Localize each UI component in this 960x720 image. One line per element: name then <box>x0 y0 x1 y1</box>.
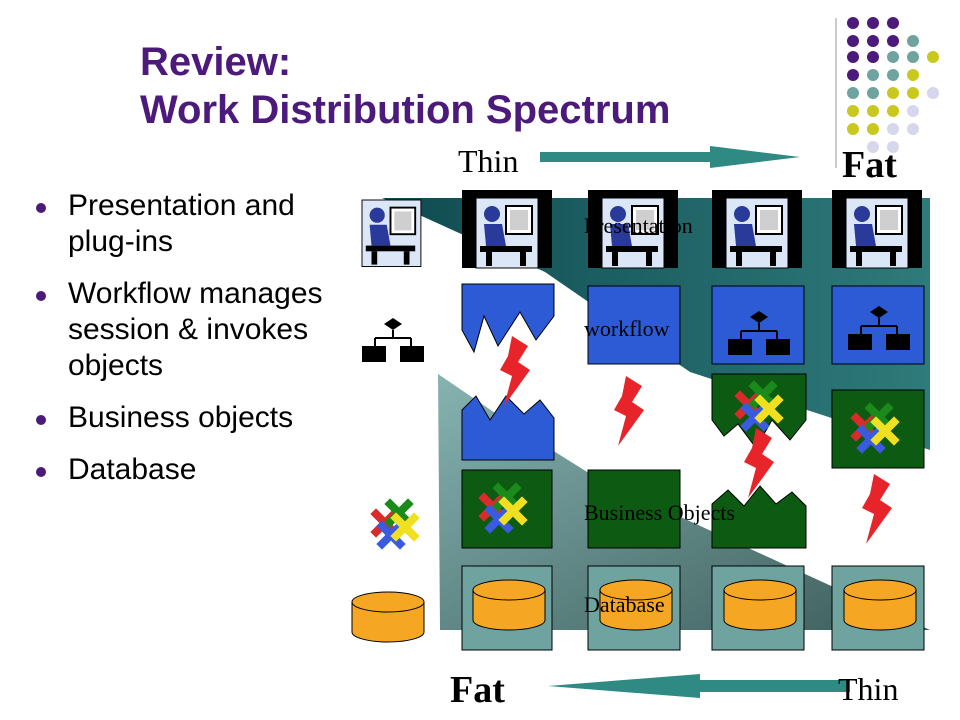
title-line-1: Review: <box>140 40 292 84</box>
layer-label-database: Database <box>584 592 665 617</box>
bottom-arrow <box>548 674 850 698</box>
layer-label-workflow: workflow <box>584 316 670 341</box>
workflow-cell-broken-bottom <box>461 395 555 461</box>
layer-label-business-objects: Business Objects <box>584 500 735 525</box>
title-line-2: Work Distribution Spectrum <box>140 88 671 132</box>
bottom-fat-label: Fat <box>450 669 505 711</box>
presentation-row <box>361 190 922 269</box>
top-arrow <box>540 146 800 168</box>
top-thin-label: Thin <box>458 143 518 179</box>
business-objects-row <box>376 373 925 549</box>
database-icon <box>843 579 917 631</box>
computer-icon <box>361 199 422 268</box>
business-cell-2 <box>587 469 681 549</box>
bullet-workflow: Workflow manages session & invokes objec… <box>36 276 408 384</box>
lightning-bolt-icon <box>500 336 530 406</box>
bullet-database: Database <box>36 452 416 488</box>
objects-icon <box>376 504 414 544</box>
computer-icon <box>725 197 789 269</box>
thin-client-panel <box>438 374 930 630</box>
bullet-presentation: Presentation and plug-ins <box>36 188 328 260</box>
bottom-thin-label: Thin <box>838 671 898 707</box>
top-fat-label: Fat <box>842 144 897 186</box>
business-cell-3-broken-bottom <box>711 485 807 549</box>
workflow-cell-2 <box>587 285 681 365</box>
database-icon <box>723 579 797 631</box>
bullet-business-objects: Business objects <box>36 400 416 436</box>
workflow-cell-broken-top <box>461 283 555 354</box>
database-icon <box>472 579 546 631</box>
hierarchy-icon <box>361 317 425 363</box>
database-icon <box>351 591 425 643</box>
workflow-row <box>361 283 925 461</box>
lightning-bolt-icon <box>614 376 644 446</box>
computer-icon <box>845 197 909 269</box>
slide-title: Review: Work Distribution Spectrum <box>140 38 670 134</box>
lightning-bolt-icon <box>862 474 892 544</box>
computer-icon <box>475 197 539 269</box>
decorative-dot-grid <box>847 17 939 153</box>
bullet-list: Presentation and plug-ins Workflow manag… <box>36 188 416 504</box>
layer-label-presentation: Presentation <box>584 213 693 238</box>
database-row <box>351 565 925 651</box>
